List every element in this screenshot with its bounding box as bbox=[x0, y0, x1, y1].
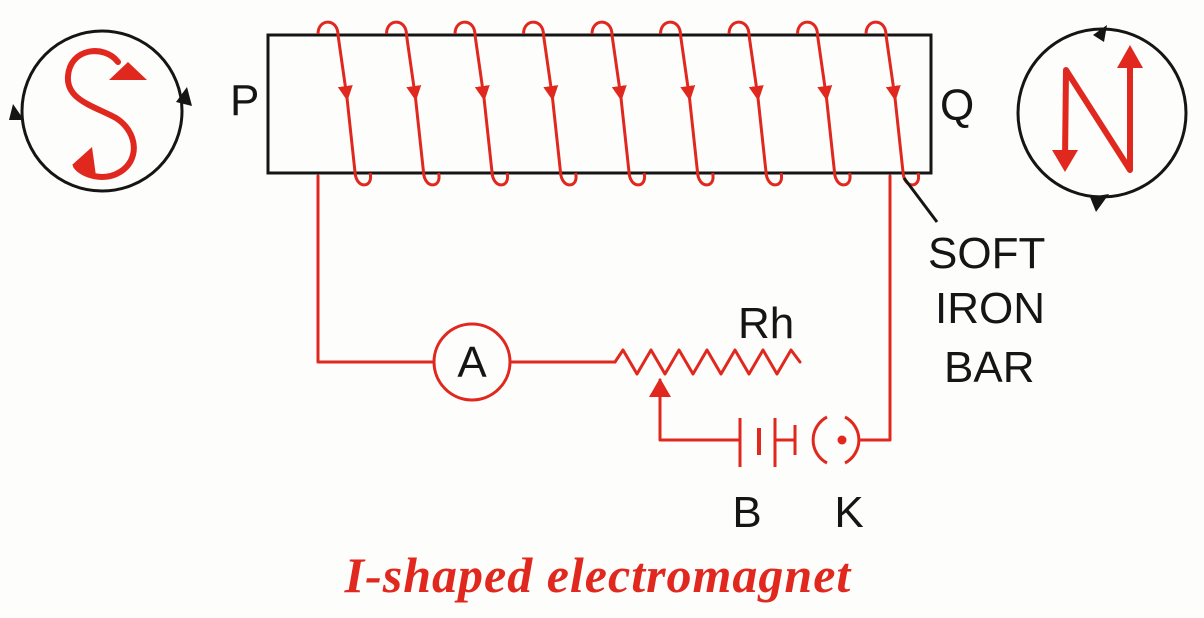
soft-iron-bar-label-line-3: BAR bbox=[944, 343, 1034, 392]
coil-turn bbox=[385, 20, 441, 187]
solenoid-coil bbox=[316, 20, 921, 187]
battery-label: B bbox=[732, 488, 761, 537]
soft-iron-bar-label-line-1: SOFT bbox=[928, 229, 1045, 278]
figure-caption: I-shaped electromagnet bbox=[344, 547, 853, 603]
coil-turn bbox=[727, 20, 784, 187]
coil-turn bbox=[864, 20, 921, 187]
soft-iron-bar-label-line-2: IRON bbox=[935, 284, 1045, 333]
soft-iron-bar-leader bbox=[902, 177, 939, 223]
circuit-wires bbox=[316, 174, 892, 442]
coil-turn bbox=[659, 20, 715, 187]
ammeter: A bbox=[432, 322, 512, 402]
coil-turn bbox=[453, 20, 510, 187]
rheostat-slider-arrow bbox=[649, 378, 671, 397]
coil-turn bbox=[522, 20, 578, 187]
coil-turn bbox=[590, 20, 647, 187]
end-label-q: Q bbox=[940, 81, 974, 130]
coil-turn bbox=[796, 20, 852, 187]
rheostat-label: Rh bbox=[738, 299, 794, 348]
key-label: K bbox=[834, 488, 863, 537]
ammeter-label: A bbox=[457, 338, 487, 387]
clockwise-current-s-icon bbox=[9, 29, 192, 193]
end-label-p: P bbox=[230, 76, 259, 125]
anticlockwise-current-n-icon bbox=[1016, 25, 1188, 212]
plug-key: K bbox=[793, 415, 864, 537]
coil-turn bbox=[316, 20, 373, 187]
rheostat: Rh bbox=[613, 299, 802, 397]
battery: B bbox=[732, 418, 777, 537]
soft-iron-bar bbox=[266, 33, 933, 175]
